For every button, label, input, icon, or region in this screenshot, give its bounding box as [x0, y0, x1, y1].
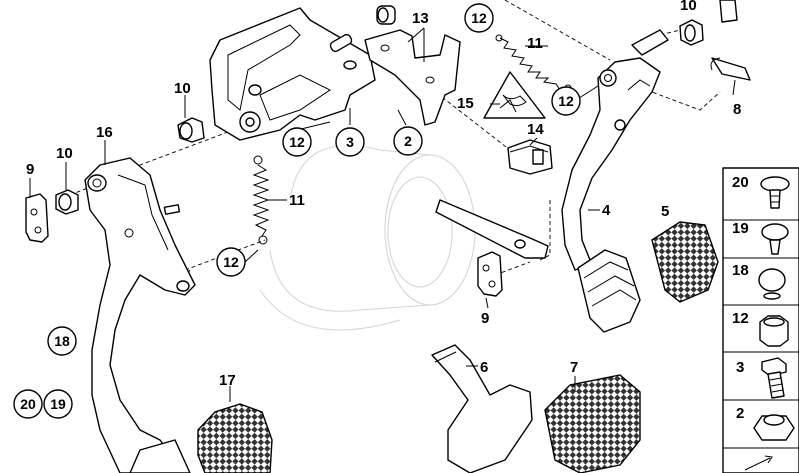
legend-label-19: 19 [732, 220, 749, 237]
retaining-pin [710, 57, 751, 81]
push-clip-20-icon [760, 176, 790, 209]
callout-10-top-right: 10 [680, 0, 697, 14]
callout-12-center: 12 [282, 127, 312, 157]
clip-9-left [25, 193, 49, 243]
callout-12-left: 12 [216, 247, 246, 277]
return-spring-mid [252, 155, 270, 245]
arrow-icon [744, 455, 773, 471]
bushing-12-icon [759, 315, 789, 347]
legend-label-20: 20 [732, 174, 749, 191]
callout-15: 15 [457, 95, 474, 112]
callout-12-right-label: 12 [558, 93, 574, 109]
callout-12-center-label: 12 [289, 134, 305, 150]
pedal-bracket [209, 7, 376, 141]
callout-12-right: 12 [551, 86, 581, 116]
clutch-pedal-arm [84, 157, 196, 473]
callout-16: 16 [96, 124, 113, 141]
callout-9-left: 9 [26, 161, 34, 178]
callout-4: 4 [602, 202, 611, 219]
clip-9-mid [477, 251, 503, 297]
nut-2-icon [753, 414, 795, 441]
brake-booster-ghost [259, 145, 476, 331]
brake-pedal-arm [561, 29, 669, 271]
legend-label-2: 2 [736, 405, 744, 422]
callout-13: 13 [412, 10, 429, 27]
callout-20: 20 [13, 389, 43, 419]
callout-9-mid: 9 [481, 310, 489, 327]
accelerator-pad [544, 374, 641, 473]
callout-3-label: 3 [346, 134, 354, 150]
callout-11-mid: 11 [289, 192, 305, 209]
brake-pedal-pad [651, 221, 719, 303]
callout-7: 7 [570, 359, 578, 376]
brake-pedal-pad-mounted [577, 249, 641, 333]
clutch-pedal-pad [129, 403, 273, 473]
callout-2-label: 2 [404, 133, 412, 149]
callout-2: 2 [393, 126, 423, 156]
callout-19: 19 [43, 389, 73, 419]
callout-12-left-label: 12 [223, 254, 239, 270]
plug-18-icon [758, 268, 786, 300]
callout-3: 3 [335, 127, 365, 157]
callout-5: 5 [661, 203, 669, 220]
expanding-rivet-19-icon [761, 223, 789, 255]
bushing-10 [177, 117, 205, 143]
callout-14: 14 [527, 121, 544, 138]
callout-19-label: 19 [50, 396, 66, 412]
callout-10-left: 10 [56, 145, 73, 162]
legend-label-3: 3 [736, 359, 744, 376]
callout-11-top: 11 [527, 35, 543, 52]
callout-12-top: 12 [464, 3, 494, 33]
callout-17: 17 [219, 372, 236, 389]
push-rod [435, 199, 549, 259]
callout-6: 6 [480, 359, 488, 376]
legend-label-18: 18 [732, 262, 749, 279]
bushing-top [376, 5, 396, 25]
bolt-3-icon [761, 357, 787, 399]
callout-18-label: 18 [54, 333, 70, 349]
callout-20-label: 20 [20, 396, 36, 412]
bushing-10-right [679, 0, 738, 46]
brake-light-switch [507, 139, 553, 175]
hazard-triangle-icon [483, 71, 546, 119]
callout-12-top-label: 12 [471, 10, 487, 26]
switch-bracket [364, 29, 461, 126]
callout-8: 8 [733, 101, 741, 118]
bushing-10-left [55, 189, 79, 215]
callout-10: 10 [174, 80, 191, 97]
legend-label-12: 12 [732, 310, 749, 327]
fastener-legend-panel: 20 19 18 12 3 2 [722, 167, 799, 473]
callout-18: 18 [47, 326, 77, 356]
